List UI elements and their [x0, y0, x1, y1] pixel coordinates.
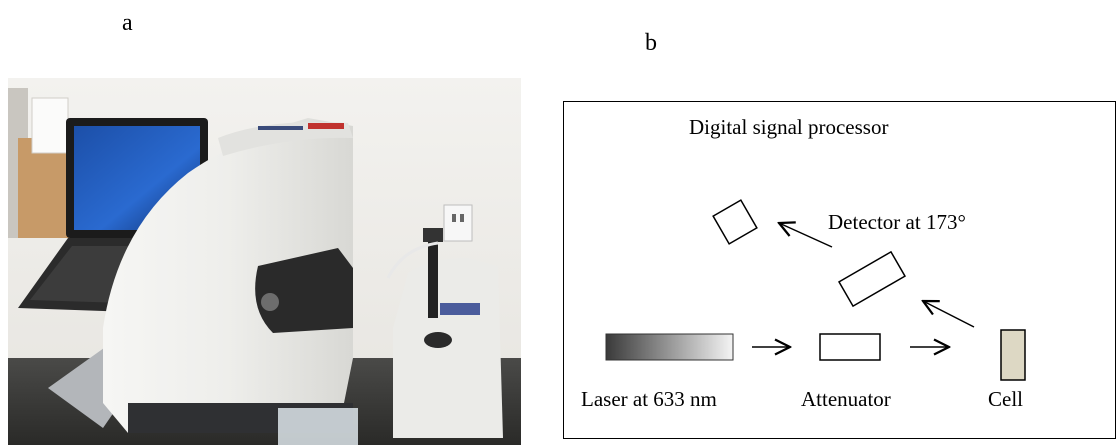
cell-box: [1000, 329, 1026, 381]
laser-label: Laser at 633 nm: [581, 387, 717, 411]
attenuator-box: [819, 333, 881, 361]
arrow-detector-to-processor: [779, 223, 833, 248]
detector-label: Detector at 173°: [828, 210, 966, 234]
cell-label: Cell: [988, 387, 1023, 411]
dls-schematic: Digital signal processor Detector at 173…: [563, 101, 1116, 439]
processor-box: [712, 199, 758, 245]
panel-label-b: b: [645, 30, 657, 56]
panel-label-a: a: [122, 10, 133, 36]
arrow-cell-to-detector: [923, 301, 975, 328]
processor-label: Digital signal processor: [689, 115, 888, 139]
attenuator-label: Attenuator: [801, 387, 891, 411]
laser-box: [605, 333, 734, 361]
instrument-photo: [8, 78, 521, 445]
detector-box: [837, 250, 907, 308]
